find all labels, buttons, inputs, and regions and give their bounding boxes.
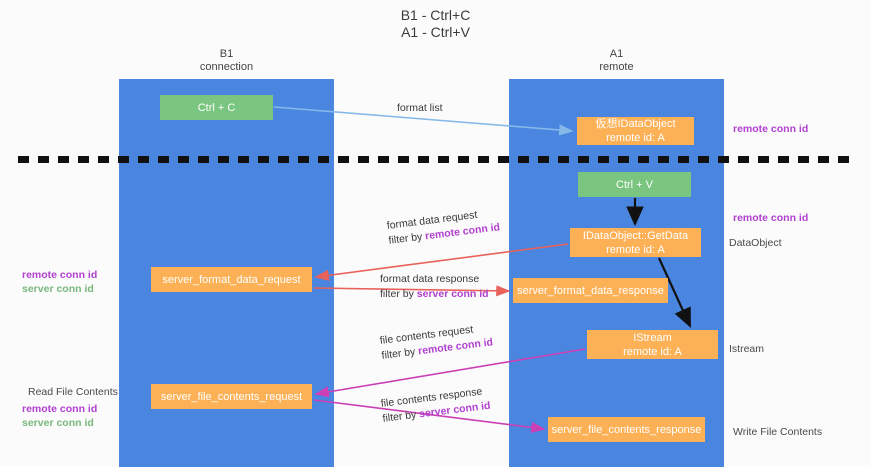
swimlane-b1-name: B1 <box>219 48 234 60</box>
annotation-right-dataobject: DataObject <box>729 236 782 250</box>
edge-label-format-data-request: format data request filter by remote con… <box>386 205 501 248</box>
node-server-file-contents-request[interactable]: server_file_contents_request <box>151 384 312 409</box>
edge-label-file-contents-request: file contents request filter by remote c… <box>379 320 494 363</box>
annotation-right-remote-conn-id-top: remote conn id <box>733 122 808 136</box>
annotation-text: Read File Contents <box>28 386 118 398</box>
edge-label-format-list-text: format list <box>397 102 443 114</box>
title-line-2: A1 - Ctrl+V <box>401 24 470 40</box>
filter-prefix: filter by <box>387 230 426 247</box>
annotation-left-lower-server-conn-id: server conn id <box>22 417 94 429</box>
node-ctrl-v-label: Ctrl + V <box>616 178 653 191</box>
annotation-left-lower-conn-ids: remote conn id server conn id <box>22 402 97 430</box>
node-server-file-contents-response-label: server_file_contents_response <box>551 423 702 436</box>
node-server-format-data-request[interactable]: server_format_data_request <box>151 267 312 292</box>
annotation-left-lower-remote-conn-id: remote conn id <box>22 403 98 415</box>
filter-prefix: filter by <box>380 345 419 362</box>
filter-key-server-conn-id: server conn id <box>416 288 489 300</box>
node-server-format-data-response-label: server_format_data_response <box>517 284 664 297</box>
section-divider <box>18 156 853 163</box>
annotation-text: remote conn id <box>733 212 809 224</box>
node-virtual-dataobject[interactable]: 仮想IDataObject remote id: A <box>577 117 694 145</box>
node-getdata-line2: remote id: A <box>606 243 665 256</box>
node-server-format-data-request-label: server_format_data_request <box>162 273 301 286</box>
swimlane-a1-name: A1 <box>609 48 624 60</box>
node-istream-line2: remote id: A <box>623 345 682 358</box>
annotation-text: Write File Contents <box>733 426 823 438</box>
annotation-left-remote-conn-id: remote conn id <box>22 269 98 281</box>
node-ctrl-c[interactable]: Ctrl + C <box>160 95 273 120</box>
node-server-file-contents-request-label: server_file_contents_request <box>160 390 303 403</box>
edge-label-format-data-response-line1: format data response <box>380 273 480 285</box>
node-virtual-dataobject-line2: remote id: A <box>606 132 665 144</box>
annotation-right-remote-conn-id-mid: remote conn id <box>733 211 808 225</box>
node-virtual-dataobject-line1: 仮想IDataObject <box>595 118 676 130</box>
swimlane-header-a1: A1 remote <box>509 48 724 74</box>
annotation-text: Istream <box>729 343 765 355</box>
title-line-1: B1 - Ctrl+C <box>400 7 471 23</box>
annotation-left-read-file-contents: Read File Contents <box>28 385 118 399</box>
edge-label-format-data-response: format data response filter by server co… <box>380 272 489 302</box>
edge-label-format-list: format list <box>397 101 443 116</box>
annotation-left-conn-ids: remote conn id server conn id <box>22 268 97 296</box>
annotation-right-write-file-contents: Write File Contents <box>733 425 822 439</box>
annotation-text: remote conn id <box>733 123 809 135</box>
page-title: B1 - Ctrl+C A1 - Ctrl+V <box>0 7 871 41</box>
edge-label-file-contents-response: file contents response filter by server … <box>380 384 491 427</box>
annotation-left-server-conn-id: server conn id <box>22 283 94 295</box>
swimlane-a1-sub: remote <box>599 61 634 73</box>
node-ctrl-v[interactable]: Ctrl + V <box>578 172 691 197</box>
annotation-text: DataObject <box>729 237 782 249</box>
node-istream[interactable]: IStream remote id: A <box>587 330 718 359</box>
node-getdata-line1: IDataObject::GetData <box>582 229 689 242</box>
filter-prefix: filter by <box>380 288 417 300</box>
node-istream-line1: IStream <box>633 331 672 344</box>
edge-label-format-data-response-line2: filter by server conn id <box>380 287 489 302</box>
swimlane-header-b1: B1 connection <box>119 48 334 74</box>
filter-prefix: filter by <box>381 408 420 425</box>
node-server-format-data-response[interactable]: server_format_data_response <box>513 278 668 303</box>
node-ctrl-c-label: Ctrl + C <box>197 101 236 114</box>
swimlane-b1-sub: connection <box>199 61 254 73</box>
node-server-file-contents-response[interactable]: server_file_contents_response <box>548 417 705 442</box>
node-idataobject-getdata[interactable]: IDataObject::GetData remote id: A <box>570 228 701 257</box>
annotation-right-istream: Istream <box>729 342 764 356</box>
